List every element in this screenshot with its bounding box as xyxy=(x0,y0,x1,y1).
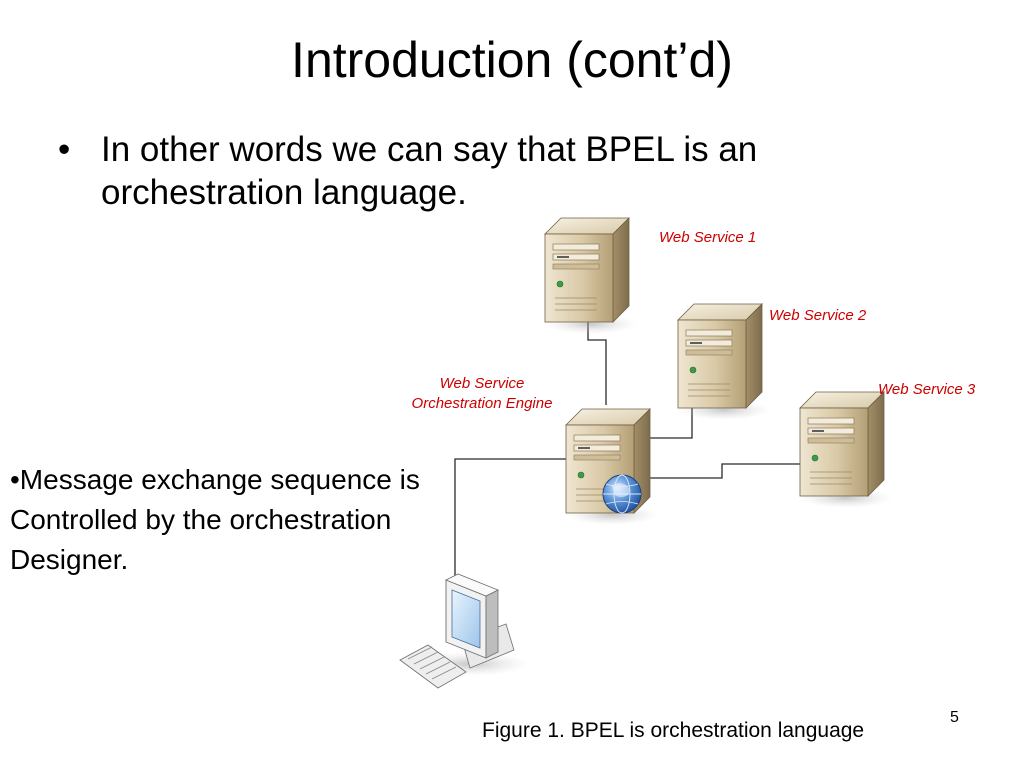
side-note: •Message exchange sequence is Controlled… xyxy=(10,464,420,575)
bullet-symbol: • xyxy=(58,130,71,169)
engine-label-line-2: Orchestration Engine xyxy=(411,395,553,412)
globe-icon xyxy=(602,474,642,514)
designer-workstation-icon xyxy=(399,573,530,689)
web-service-3-server-icon xyxy=(799,391,893,509)
bullet-text: In other words we can say that BPEL is a… xyxy=(101,130,758,212)
link-engine-to-service-3 xyxy=(648,463,804,479)
link-engine-to-designer xyxy=(454,458,568,592)
bullet-point: • In other words we can say that BPEL is… xyxy=(58,128,878,214)
slide-title: Introduction (cont’d) xyxy=(291,32,733,88)
page-number: 5 xyxy=(950,709,959,726)
link-engine-to-service-1 xyxy=(587,320,607,405)
web-service-1-label: Web Service 1 xyxy=(659,229,757,246)
connection-lines xyxy=(454,320,804,592)
link-engine-to-service-2 xyxy=(647,402,693,460)
web-service-3-label: Web Service 3 xyxy=(878,381,976,398)
web-service-1-server-icon xyxy=(544,217,638,335)
orchestration-engine-label: Web Service Orchestration Engine xyxy=(378,374,586,414)
web-service-2-label: Web Service 2 xyxy=(769,307,867,324)
figure-caption: Figure 1. BPEL is orchestration language xyxy=(482,719,865,742)
orchestration-engine-server-icon xyxy=(565,408,659,526)
engine-label-line-1: Web Service xyxy=(439,375,525,392)
web-service-2-server-icon xyxy=(677,303,771,421)
